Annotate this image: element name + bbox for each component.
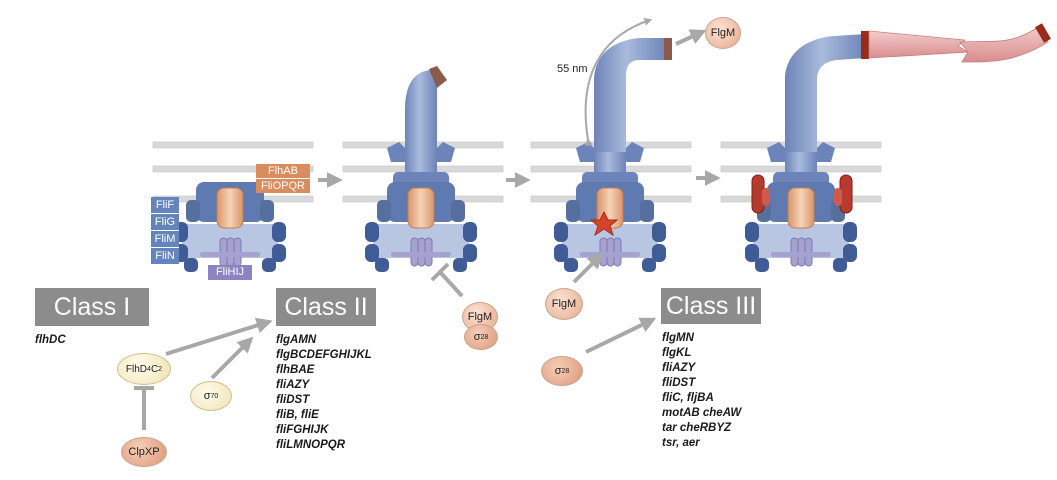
regulatory-arrows xyxy=(165,252,657,380)
class2-box: Class II xyxy=(276,288,376,326)
stage2-hook-basal-body xyxy=(364,66,478,273)
sigma70-symbol: σ xyxy=(203,390,211,402)
flhab-label: FlhAB xyxy=(256,164,310,179)
class1-box: Class I xyxy=(35,288,149,326)
flihij-label: FliHIJ xyxy=(208,265,252,280)
class3-gene: fliC, fljBA xyxy=(662,392,714,404)
flk-star-icon xyxy=(589,210,619,237)
flgm-stage3-blob: FlgM xyxy=(545,288,583,320)
flhc-text: C xyxy=(150,363,159,375)
class2-gene: flgBCDEFGHIJKL xyxy=(276,349,372,361)
class2-gene: fliLMNOPQR xyxy=(276,439,345,451)
flhc-sub: 2 xyxy=(158,365,163,373)
class3-box: Class III xyxy=(661,288,761,324)
clpxp-protease: ClpXP xyxy=(121,437,167,467)
class1-gene: flhDC xyxy=(35,334,66,346)
class3-gene: flgKL xyxy=(662,347,692,359)
class3-gene: flgMN xyxy=(662,332,694,344)
class2-gene: fliDST xyxy=(276,394,310,406)
sigma28-bound-sup: 28 xyxy=(480,333,489,341)
fli-label-2: FliG xyxy=(151,214,179,231)
class2-gene: fliAZY xyxy=(276,379,310,391)
fli-label-4: FliN xyxy=(155,250,175,262)
sigma28-free-sup: 28 xyxy=(561,367,570,375)
class2-gene-list: flgAMN flgBCDEFGHIJKL flhBAE fliAZY fliD… xyxy=(276,333,372,453)
class3-gene-list: flgMN flgKL fliAZY fliDST fliC, fljBA mo… xyxy=(662,331,741,451)
flhab-box: FlhAB FliOPQR xyxy=(256,164,310,193)
flgm-secretion-arrow xyxy=(675,29,707,46)
class2-gene: flgAMN xyxy=(276,334,317,346)
sigma70-sup: 70 xyxy=(210,392,219,400)
flgm-secreted-blob: FlgM xyxy=(705,17,741,49)
sigma28-free-symbol: σ xyxy=(554,365,562,377)
class2-gene: fliFGHIJK xyxy=(276,424,329,436)
class2-gene: fliB, fliE xyxy=(276,409,319,421)
stage4-full-flagellum xyxy=(744,23,1051,273)
fli-stack: FliF FliG FliM FliN xyxy=(151,197,179,264)
fli-label-1: FliF xyxy=(151,197,179,214)
flhd-sub: 4 xyxy=(147,365,151,373)
class2-gene: flhBAE xyxy=(276,364,315,376)
length-arrow xyxy=(584,17,653,147)
class3-gene: tsr, aer xyxy=(662,437,700,449)
filament xyxy=(868,30,970,59)
class3-gene: fliAZY xyxy=(662,362,696,374)
class3-gene: tar cheRBYZ xyxy=(662,422,732,434)
class3-gene: motAB cheAW xyxy=(662,407,742,419)
stage1-basal-body xyxy=(173,181,287,273)
sigma28-bound-symbol: σ xyxy=(473,331,481,343)
fli-label-3: FliM xyxy=(151,231,179,248)
stage-arrows xyxy=(318,170,721,188)
fliopqr-label: FliOPQR xyxy=(261,180,305,192)
flhd-text: FlhD xyxy=(125,363,148,375)
length-label: 55 nm xyxy=(557,63,588,75)
class1-gene-list: flhDC xyxy=(35,333,66,348)
class3-gene: fliDST xyxy=(662,377,696,389)
hook-filament-junction xyxy=(861,31,869,59)
inhibition-lines xyxy=(134,262,464,430)
